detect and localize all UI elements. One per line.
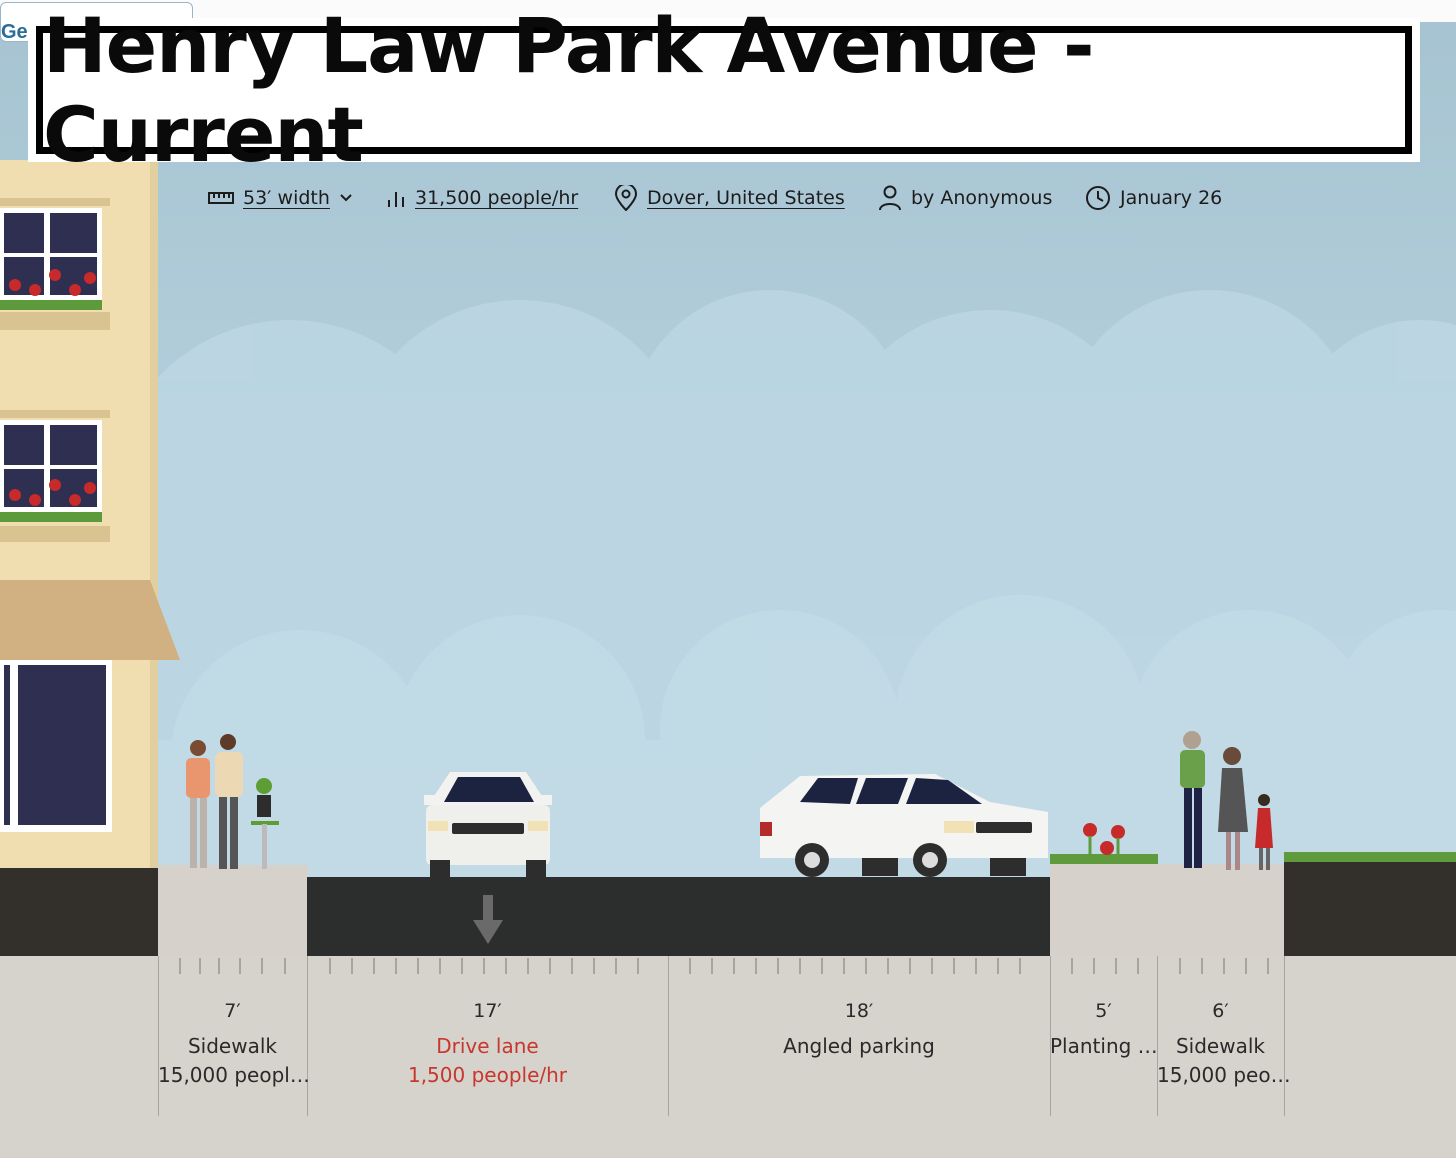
location-pin-icon [614, 185, 638, 211]
clock-icon [1086, 186, 1110, 210]
location-value: Dover, United States [647, 187, 845, 209]
building-facade [0, 198, 180, 832]
pedestrians-left [186, 734, 279, 869]
segment-info-panel [0, 956, 1456, 1158]
street-scene [186, 731, 1456, 944]
planting-flowers [1050, 823, 1158, 864]
author-value: by Anonymous [911, 187, 1053, 209]
segment-divider [1284, 956, 1285, 1116]
segment-planting[interactable]: 5′ Planting … [1050, 1000, 1158, 1061]
segment-capacity: 15,000 peo… [1157, 1063, 1291, 1087]
segment-divider [668, 956, 669, 1116]
street-title[interactable]: Henry Law Park Avenue - Current [43, 1, 1095, 179]
segment-divider [158, 956, 159, 1116]
segment-name: Sidewalk [1175, 1034, 1265, 1058]
segment-name: Angled parking [783, 1034, 935, 1058]
segment-width[interactable]: 17′ [473, 1000, 502, 1022]
segment-capacity: 1,500 people/hr [407, 1063, 568, 1087]
top-browser-strip [0, 0, 1456, 22]
segment-capacity: 15,000 peopl… [158, 1063, 310, 1087]
title-banner: Henry Law Park Avenue - Current [28, 1, 1420, 179]
capacity-link[interactable]: 31,500 people/hr [386, 182, 578, 214]
right-ground [1284, 860, 1456, 958]
person-icon [879, 185, 901, 211]
title-frame: Henry Law Park Avenue - Current [36, 1, 1412, 179]
date-value: January 26 [1120, 187, 1223, 209]
street-width-control[interactable]: 53′ width [208, 182, 352, 214]
author-info: by Anonymous [878, 182, 1052, 214]
ruler-icon [208, 192, 234, 204]
segment-divider [1157, 956, 1158, 1116]
right-sidewalk-surface[interactable] [1050, 864, 1284, 958]
building-ground [0, 868, 160, 958]
road-surface[interactable] [307, 877, 1051, 958]
segment-width[interactable]: 7′ [224, 1000, 241, 1022]
location-link[interactable]: Dover, United States [614, 182, 845, 214]
bar-chart-icon [388, 192, 404, 207]
capacity-value: 31,500 people/hr [415, 187, 579, 209]
down-arrow-icon [473, 895, 503, 944]
segment-name: Planting … [1050, 1034, 1158, 1058]
angled-parking-car [760, 774, 1048, 877]
left-sidewalk-surface[interactable] [158, 865, 308, 958]
drive-lane-car [424, 772, 552, 877]
segment-name: Drive lane [436, 1034, 539, 1058]
gallery-tab-label: Ge [1, 21, 28, 43]
right-grass [1284, 852, 1456, 862]
segment-sidewalk-left[interactable]: 7′ Sidewalk 15,000 peopl… [158, 1000, 310, 1090]
chevron-down-icon [340, 194, 352, 202]
width-ruler [179, 958, 1269, 974]
building-edge [150, 160, 158, 870]
street-width-value: 53′ width [243, 187, 330, 209]
segment-angled-parking[interactable]: 18′ Angled parking [668, 1000, 1050, 1061]
segment-divider [307, 956, 308, 1116]
date-info: January 26 [1085, 182, 1222, 214]
segment-sidewalk-right[interactable]: 6′ Sidewalk 15,000 peo… [1157, 1000, 1291, 1090]
segment-name: Sidewalk [187, 1034, 277, 1058]
segment-drive-lane[interactable]: 17′ Drive lane 1,500 people/hr [307, 1000, 668, 1090]
pedestrians-right [1180, 731, 1273, 870]
segment-width[interactable]: 5′ [1095, 1000, 1112, 1022]
segment-width[interactable]: 18′ [844, 1000, 874, 1022]
segment-width[interactable]: 6′ [1212, 1000, 1229, 1022]
segment-divider [1050, 956, 1051, 1116]
